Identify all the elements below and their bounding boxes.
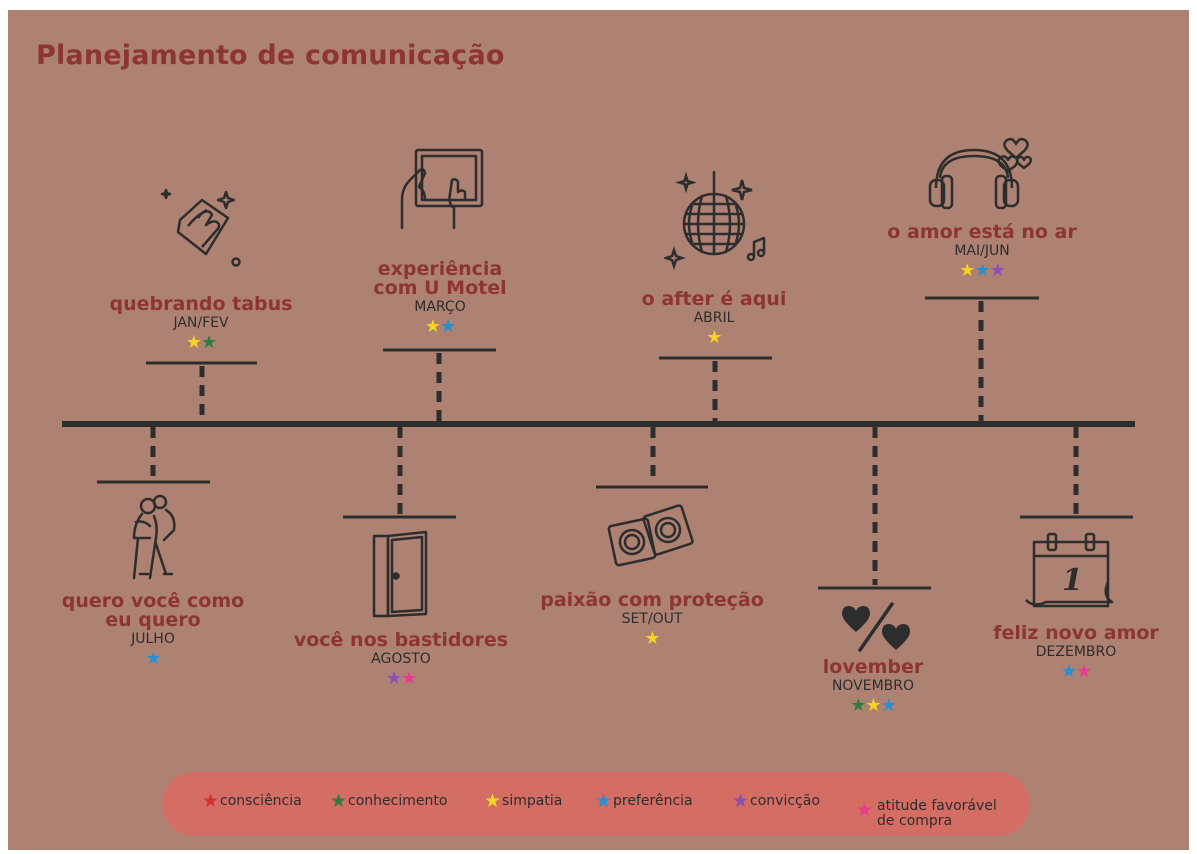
event-title: o after é aqui: [641, 288, 787, 310]
event-date: NOVEMBRO: [831, 678, 915, 694]
event-stars: ★★: [91, 333, 311, 353]
event-quero-voce: quero você como eu quero JULHO ★: [40, 592, 266, 669]
star-preferencia: ★: [1060, 661, 1077, 682]
event-lovember: lovember NOVEMBRO ★★★: [773, 658, 973, 716]
star-conviccao: ★: [385, 668, 402, 689]
legend-item-consciencia: ★consciência: [202, 790, 302, 812]
event-stars: ★: [604, 328, 824, 348]
event-date: ABRIL: [693, 310, 735, 326]
event-amor-ar: o amor está no ar MAI/JUN ★★★: [862, 223, 1102, 281]
legend-item-conviccao: ★convicção: [732, 790, 820, 812]
event-stars: ★: [524, 629, 780, 649]
legend-star: ★: [732, 790, 750, 812]
event-date: SET/OUT: [621, 611, 683, 627]
event-after: o after é aqui ABRIL ★: [604, 290, 824, 348]
event-title: você nos bastidores: [293, 629, 509, 651]
legend-label: simpatia: [502, 793, 563, 809]
connector-julho: [97, 427, 210, 484]
legend-label: preferência: [613, 793, 693, 809]
event-title: feliz novo amor: [993, 622, 1159, 644]
event-experiencia: experiência com U Motel MARÇO ★★: [330, 260, 550, 337]
event-date: AGOSTO: [371, 651, 431, 667]
star-simpatia: ★: [706, 327, 722, 348]
event-novo-amor: feliz novo amor DEZEMBRO ★★: [964, 624, 1188, 682]
star-atitude: ★: [401, 668, 417, 689]
background-panel: [8, 10, 1189, 850]
event-title: lovember: [822, 656, 924, 678]
legend-label: atitude favorável de compra: [877, 798, 997, 829]
connector-jan-fev: [146, 361, 257, 421]
event-title: paixão com proteção: [540, 589, 764, 611]
event-title: o amor está no ar: [887, 221, 1077, 243]
legend: ★consciência ★conhecimento ★simpatia ★pr…: [162, 772, 1030, 836]
calendar-one-icon: 1: [1025, 532, 1114, 608]
connector-novembro: [818, 427, 931, 590]
event-stars: ★★: [276, 669, 526, 689]
condom-icon: [607, 504, 694, 567]
event-stars: ★★: [964, 662, 1188, 682]
connector-agosto: [343, 427, 456, 519]
star-conhecimento: ★: [201, 332, 217, 353]
event-date: MARÇO: [414, 299, 466, 315]
event-stars: ★: [40, 649, 266, 669]
hugging-couple-icon: [132, 494, 176, 580]
event-title: quero você como eu quero: [61, 590, 245, 631]
event-date: JULHO: [131, 631, 175, 647]
star-preferencia: ★: [440, 316, 456, 337]
star-simpatia: ★: [865, 695, 881, 716]
heart-percent-icon: [842, 602, 910, 652]
connector-dezembro: [1020, 427, 1133, 519]
legend-label: conhecimento: [348, 793, 448, 809]
event-date: MAI/JUN: [954, 243, 1010, 259]
star-simpatia: ★: [185, 332, 202, 353]
legend-item-conhecimento: ★conhecimento: [330, 790, 448, 812]
star-conhecimento: ★: [850, 695, 866, 716]
page-title: Planejamento de comunicação: [36, 40, 505, 71]
legend-star: ★: [595, 790, 613, 812]
legend-star: ★: [856, 799, 874, 821]
legend-label: convicção: [750, 793, 820, 809]
legend-label: consciência: [220, 793, 302, 809]
calendar-day-text: 1: [1062, 563, 1083, 598]
legend-item-atitude: ★atitude favorável de compra: [856, 784, 997, 829]
legend-item-preferencia: ★preferência: [595, 790, 693, 812]
star-preferencia: ★: [974, 260, 990, 281]
event-title: quebrando tabus: [109, 293, 293, 315]
disco-ball-icon: [664, 170, 766, 270]
legend-star: ★: [484, 790, 502, 812]
star-simpatia: ★: [644, 628, 660, 649]
event-date: DEZEMBRO: [1035, 644, 1117, 660]
star-conviccao: ★: [989, 260, 1006, 281]
connector-mai-jun: [925, 296, 1039, 421]
headphones-hearts-icon: [928, 137, 1033, 210]
legend-star: ★: [330, 790, 348, 812]
cleaning-hand-icon: [160, 188, 241, 267]
star-preferencia: ★: [880, 695, 897, 716]
connector-abril: [659, 356, 772, 421]
connector-marco: [383, 348, 496, 421]
event-bastidores: você nos bastidores AGOSTO ★★: [276, 631, 526, 689]
star-simpatia: ★: [959, 260, 975, 281]
event-stars: ★★★: [862, 261, 1102, 281]
event-title: experiência com U Motel: [373, 258, 507, 299]
event-quebrando-tabus: quebrando tabus JAN/FEV ★★: [91, 295, 311, 353]
event-paixao: paixão com proteção SET/OUT ★: [524, 591, 780, 649]
event-stars: ★★★: [773, 696, 973, 716]
star-simpatia: ★: [424, 316, 441, 337]
open-door-icon: [372, 530, 428, 618]
event-stars: ★★: [330, 317, 550, 337]
connector-set-out: [596, 427, 708, 489]
event-date: JAN/FEV: [173, 315, 229, 331]
tablet-hands-icon: [400, 148, 484, 230]
star-atitude: ★: [1076, 661, 1092, 682]
legend-item-simpatia: ★simpatia: [484, 790, 563, 812]
legend-star: ★: [202, 790, 220, 812]
star-preferencia: ★: [145, 648, 161, 669]
